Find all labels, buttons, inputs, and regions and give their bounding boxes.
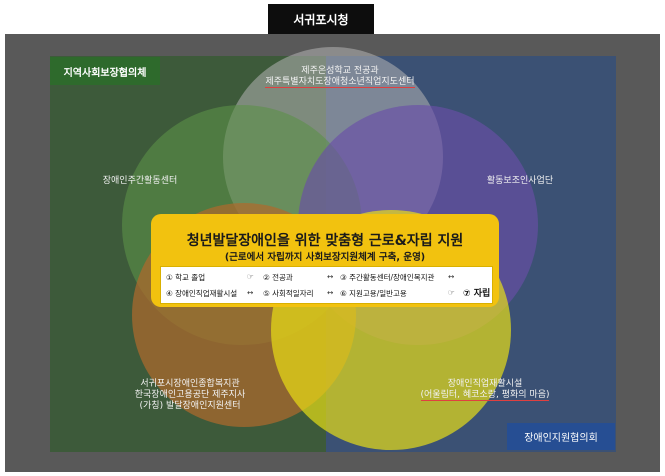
org-top-line1: 제주온성학교 전공과 [301, 66, 379, 76]
org-left-text: 장애인주간활동센터 [70, 176, 210, 187]
arrow-3: ↔ [448, 272, 455, 281]
org-right-line1: 활동보조인사업단 [486, 176, 554, 186]
step-4: ④ 장애인직업재활시설 [166, 289, 238, 298]
org-top-text: 제주온성학교 전공과 제주특별자치도장애청소년직업지도센터 [230, 66, 450, 88]
org-br-line2: (어울림터, 혜코소랑, 평화의 마음) [420, 390, 550, 401]
steps-panel: ① 학교 졸업 ☞ ② 전공과 ↔ ③ 주간활동센터/장애인복지관 ↔ ④ 장애… [160, 266, 493, 304]
left-council-label: 지역사회보장협의체 [50, 57, 160, 85]
arrow-2: ↔ [327, 272, 334, 281]
step-7: ⑦ 자립 [463, 289, 491, 299]
org-top-line2: 제주특별자치도장애청소년직업지도센터 [265, 77, 415, 88]
arrow-5: ↔ [327, 288, 334, 297]
org-right-text: 활동보조인사업단 [455, 176, 585, 187]
org-br-line1: 장애인직업재활시설 [447, 379, 523, 389]
step-3: ③ 주간활동센터/장애인복지관 [340, 273, 435, 282]
step-5: ⑤ 사회적일자리 [263, 289, 314, 298]
arrow-6: ☞ [448, 288, 455, 297]
org-bl-line3: (가칭) 발달장애인지원센터 [139, 401, 241, 411]
org-bottom-left-text: 서귀포시장애인종합복지관 한국장애인고용공단 제주지사 (가칭) 발달장애인지원… [95, 379, 285, 412]
step-1: ① 학교 졸업 [166, 273, 206, 282]
arrow-1: ☞ [247, 272, 254, 281]
arrow-4: ↔ [247, 288, 254, 297]
step-6: ⑥ 지원고용/일반고용 [340, 289, 407, 298]
center-subtitle: (근로에서 자립까지 사회보장지원체계 구축, 운영) [224, 252, 426, 263]
org-bl-line1: 서귀포시장애인종합복지관 [140, 379, 240, 389]
org-left-line1: 장애인주간활동센터 [102, 176, 178, 186]
page-title: 서귀포시청 [268, 4, 374, 34]
org-bottom-right-text: 장애인직업재활시설 (어울림터, 혜코소랑, 평화의 마음) [385, 379, 585, 401]
right-council-label: 장애인지원협의회 [507, 423, 615, 450]
org-bl-line2: 한국장애인고용공단 제주지사 [134, 390, 246, 400]
step-2: ② 전공과 [263, 273, 293, 282]
center-title: 청년발달장애인을 위한 맞춤형 근로&자립 지원 [186, 233, 464, 249]
